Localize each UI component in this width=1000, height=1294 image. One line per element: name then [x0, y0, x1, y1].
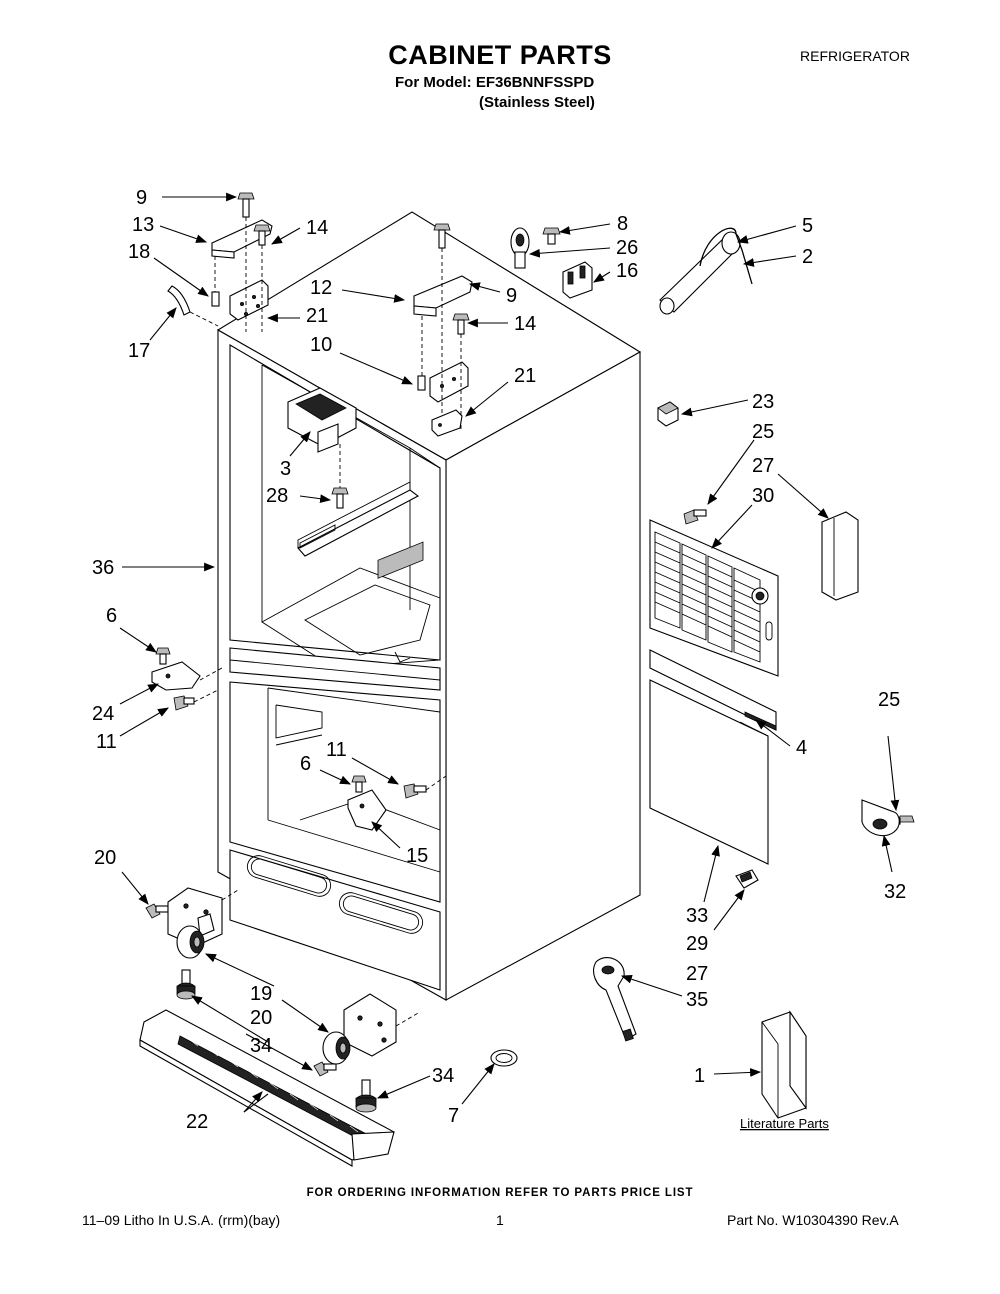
callout-29: 29: [686, 933, 708, 955]
callout-6: 6: [106, 605, 117, 627]
callout-25: 25: [878, 689, 900, 711]
callout-21: 21: [306, 305, 328, 327]
right-side-parts: [593, 401, 915, 1119]
callout-30: 30: [752, 485, 774, 507]
callout-7: 7: [448, 1105, 459, 1127]
callout-14: 14: [514, 313, 536, 335]
callout-11: 11: [326, 739, 347, 761]
top-right-hinge-assembly: [413, 223, 473, 437]
callout-20: 20: [250, 1007, 272, 1029]
callout-labels: 9 13 14 18 17 21 12 9 14 10 21 8 26 16 5…: [92, 187, 906, 1133]
page-number: 1: [496, 1212, 504, 1228]
callout-21: 21: [514, 365, 536, 387]
callout-20: 20: [94, 847, 116, 869]
leader-lines-plain: [243, 1093, 269, 1113]
callout-34: 34: [432, 1065, 454, 1087]
model-number: For Model: EF36BNNFSSPD: [395, 74, 595, 91]
litho-info: 11–09 Litho In U.S.A. (rrm)(bay): [82, 1212, 281, 1228]
callout-9: 9: [136, 187, 147, 209]
callout-8: 8: [617, 213, 628, 235]
leader-lines: [119, 192, 900, 1113]
callout-22: 22: [186, 1111, 208, 1133]
callout-27: 27: [752, 455, 774, 477]
callout-18: 18: [128, 241, 150, 263]
callout-10: 10: [310, 334, 332, 356]
callout-19: 19: [250, 983, 272, 1005]
ordering-note: FOR ORDERING INFORMATION REFER TO PARTS …: [306, 1187, 694, 1199]
callout-35: 35: [686, 989, 708, 1011]
base-grille: [139, 1009, 395, 1167]
callout-34: 34: [250, 1035, 272, 1057]
callout-12: 12: [310, 277, 332, 299]
callout-6: 6: [300, 753, 311, 775]
cabinet-body: [216, 211, 642, 1001]
water-valve-parts: [510, 227, 753, 315]
callout-11: 11: [96, 731, 117, 753]
callout-16: 16: [616, 260, 638, 282]
callout-26: 26: [616, 237, 638, 259]
callout-25: 25: [752, 421, 774, 443]
callout-14: 14: [306, 217, 328, 239]
lower-hinge-assembly: [145, 887, 518, 1113]
document-part-number: Part No. W10304390 Rev.A: [727, 1212, 899, 1228]
model-finish: (Stainless Steel): [479, 94, 595, 111]
callout-27: 27: [686, 963, 708, 985]
top-left-hinge-assembly: [167, 192, 273, 332]
callout-15: 15: [406, 845, 428, 867]
callout-33: 33: [686, 905, 708, 927]
callout-1: 1: [694, 1065, 705, 1087]
callout-24: 24: [92, 703, 114, 725]
callout-28: 28: [266, 485, 288, 507]
callout-2: 2: [802, 246, 813, 268]
callout-4: 4: [796, 737, 807, 759]
appliance-category: REFRIGERATOR: [800, 48, 910, 64]
callout-23: 23: [752, 391, 774, 413]
callout-3: 3: [280, 458, 291, 480]
page-title: CABINET PARTS: [388, 40, 612, 70]
callout-13: 13: [132, 214, 154, 236]
callout-9: 9: [506, 285, 517, 307]
literature-parts-label: Literature Parts: [740, 1116, 829, 1131]
callout-32: 32: [884, 881, 906, 903]
callout-17: 17: [128, 340, 150, 362]
callout-5: 5: [802, 215, 813, 237]
callout-36: 36: [92, 557, 114, 579]
